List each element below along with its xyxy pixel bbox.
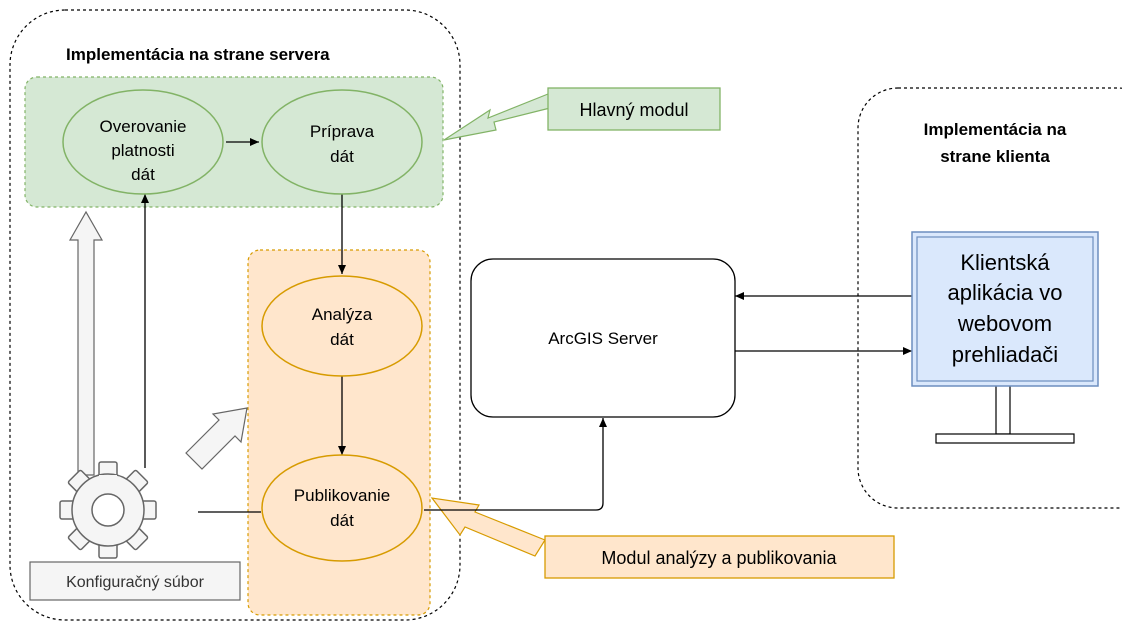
preparation-label-line1: Príprava: [310, 122, 375, 141]
analysis-module-callout-label: Modul analýzy a publikovania: [601, 548, 837, 568]
config-file-label: Konfiguračný súbor: [66, 574, 205, 591]
client-side-title-line2: strane klienta: [940, 147, 1050, 166]
client-app-label-line3: webovom: [957, 311, 1052, 336]
gear-icon: [59, 461, 157, 559]
arcgis-server-box: [470, 258, 736, 418]
server-side-container: [9, 9, 461, 621]
analysis-module-callout-box: [544, 535, 895, 579]
preparation-label-line2: dát: [330, 147, 354, 166]
publishing-label-line2: dát: [330, 511, 354, 530]
analysis-module-callout-arrow: [430, 497, 546, 557]
client-side-title-line1: Implementácia na: [924, 120, 1067, 139]
config-file-box: [29, 561, 241, 601]
main-module-callout-box: [547, 87, 721, 131]
client-app-label-line4: prehliadači: [952, 342, 1058, 367]
publishing-node: [261, 454, 423, 562]
publishing-to-arcgis-arrow: [424, 418, 607, 511]
validation-label-line3: dát: [131, 165, 155, 184]
config-to-analysis-module-arrow: [185, 407, 248, 470]
publishing-label-line1: Publikovanie: [294, 486, 390, 505]
validation-label-line2: platnosti: [111, 141, 174, 160]
preparation-node: [261, 89, 423, 195]
arcgis-server-label: ArcGIS Server: [548, 329, 658, 348]
config-to-main-module-arrow: [68, 210, 104, 476]
server-side-title: Implementácia na strane servera: [66, 45, 330, 64]
client-side-container: [857, 87, 1122, 509]
validation-node: [62, 89, 224, 195]
client-app-label-line2: aplikácia vo: [948, 280, 1063, 305]
analysis-label-line2: dát: [330, 330, 354, 349]
monitor-icon: [911, 231, 1099, 444]
analysis-label-line1: Analýza: [312, 305, 373, 324]
analysis-node: [261, 275, 423, 377]
client-app-label-line1: Klientská: [960, 250, 1050, 275]
main-module-callout-arrow: [443, 93, 551, 141]
validation-label-line1: Overovanie: [100, 117, 187, 136]
main-module-callout-label: Hlavný modul: [579, 100, 688, 120]
